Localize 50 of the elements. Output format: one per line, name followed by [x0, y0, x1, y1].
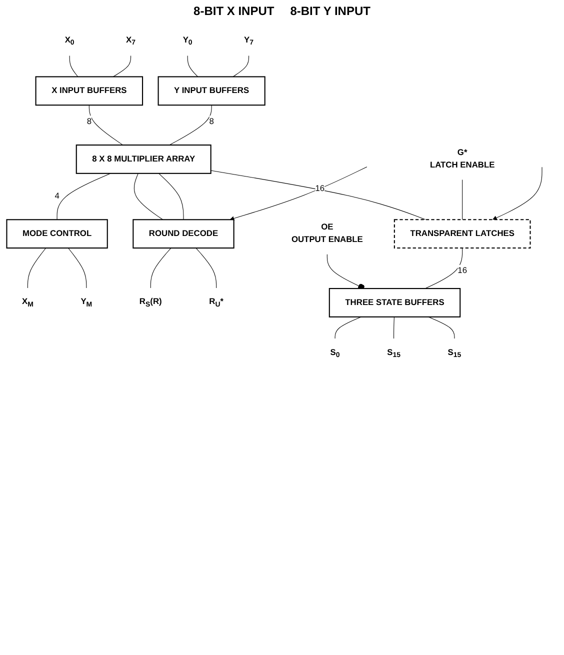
node-text: R$_{S}$(R): [139, 297, 162, 308]
connector: [334, 316, 362, 339]
connector: [210, 170, 426, 220]
edge-label: 8: [209, 117, 214, 126]
node-box: ROUND DECODE: [132, 219, 234, 249]
node-text: Y$_{0}$: [182, 36, 192, 46]
node-label: LATCH ENABLE: [430, 160, 495, 170]
node-text: S$_{15}$: [448, 348, 462, 359]
connector: [69, 55, 78, 77]
connector: [424, 248, 463, 289]
edge-label: 8: [86, 117, 92, 126]
connector: [428, 316, 455, 339]
connector: [187, 55, 198, 77]
node-box: THREE STATE BUFFERS: [328, 288, 461, 318]
node-text: S$_{15}$: [387, 348, 400, 359]
connector: [68, 248, 87, 288]
arrow: [492, 166, 542, 220]
node-label: OUTPUT ENABLE: [291, 235, 363, 244]
connector: [232, 55, 250, 77]
connector: [158, 173, 184, 220]
node-text: X$_{0}$: [64, 36, 74, 46]
node-box: MODE CONTROL: [6, 219, 108, 249]
connector: [112, 55, 132, 77]
edge-label: 16: [315, 184, 325, 194]
connector: [134, 173, 164, 220]
signal-group-label: 8-BIT X INPUT: [194, 4, 274, 18]
node-text: R$_{U}$*: [209, 297, 224, 308]
connector: [462, 179, 463, 220]
node-text: G*: [457, 148, 468, 158]
arrow: [230, 166, 368, 221]
connector: [169, 104, 212, 146]
edge-label: 16: [458, 266, 468, 276]
node-box: X INPUT BUFFERS: [35, 76, 144, 106]
node-text: S$_{0}$: [330, 348, 340, 359]
connector: [150, 248, 172, 288]
signal-group-label: 8-BIT Y INPUT: [290, 4, 370, 18]
connector: [27, 248, 46, 288]
node-text: X$_{7}$: [126, 36, 136, 46]
node-box: TRANSPARENT LATCHES: [394, 219, 531, 249]
node-text: Y$_{M}$: [80, 297, 92, 308]
node-box: Y INPUT BUFFERS: [158, 76, 266, 106]
connector: [56, 173, 111, 220]
connector: [88, 104, 124, 146]
node-text: OE: [321, 222, 334, 232]
node-text: X$_{M}$: [22, 297, 34, 308]
connector: [326, 254, 365, 290]
connector: [196, 248, 217, 288]
edge-label: 4: [54, 192, 60, 201]
node-box: 8 X 8 MULTIPLIER ARRAY: [76, 144, 212, 174]
node-text: Y$_{7}$: [244, 36, 254, 46]
